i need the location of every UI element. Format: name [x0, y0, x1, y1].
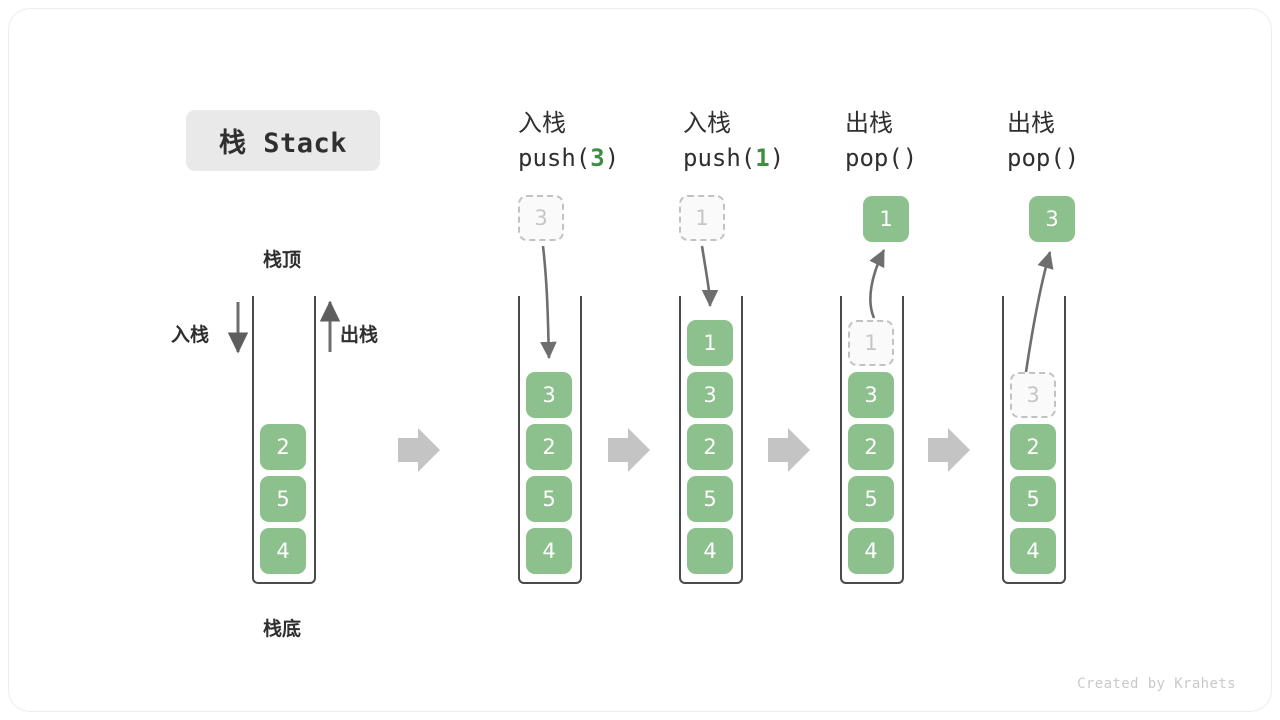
- title-badge: 栈 Stack: [186, 110, 380, 171]
- column-header-pop-1-line1: 出栈: [845, 109, 893, 137]
- stack-cell: 5: [687, 476, 733, 522]
- stack-container-push-3: [518, 296, 582, 584]
- ghost-removed-cell: 3: [1010, 372, 1056, 418]
- push-1-suffix: ): [769, 144, 785, 172]
- column-header-pop-2: 出栈 pop(): [1007, 106, 1207, 176]
- stack-cell: 2: [260, 424, 306, 470]
- stack-cell: 4: [1010, 528, 1056, 574]
- ghost-incoming-cell: 3: [518, 195, 564, 241]
- column-header-push-1-line2: push(1): [683, 140, 883, 176]
- stack-container-push-1: [679, 296, 743, 584]
- push-3-prefix: push(: [518, 144, 591, 172]
- pop-2-suffix: ): [1064, 144, 1080, 172]
- column-header-pop-1-line2: pop(): [845, 140, 1045, 176]
- push-side-label: 入栈: [171, 324, 210, 346]
- stack-container-initial: [252, 296, 316, 584]
- stack-cell: 4: [687, 528, 733, 574]
- push-3-suffix: ): [604, 144, 620, 172]
- stack-container-pop-2: [1002, 296, 1066, 584]
- column-header-push-1: 入栈 push(1): [683, 106, 883, 176]
- stack-cell: 5: [848, 476, 894, 522]
- stack-cell: 2: [848, 424, 894, 470]
- column-header-push-3-line1: 入栈: [518, 109, 566, 137]
- popped-cell: 1: [863, 196, 909, 242]
- column-header-push-3-line2: push(3): [518, 140, 718, 176]
- column-header-push-3: 入栈 push(3): [518, 106, 718, 176]
- stack-cell: 3: [687, 372, 733, 418]
- column-header-pop-2-line2: pop(): [1007, 140, 1207, 176]
- stack-cell: 2: [526, 424, 572, 470]
- title-badge-label: 栈 Stack: [218, 128, 348, 159]
- stack-cell: 5: [1010, 476, 1056, 522]
- stack-cell: 3: [848, 372, 894, 418]
- stack-cell: 1: [687, 320, 733, 366]
- stack-cell: 4: [848, 528, 894, 574]
- stack-top-label: 栈顶: [262, 249, 301, 271]
- credit-text: Created by Krahets: [1077, 676, 1236, 692]
- stack-cell: 5: [526, 476, 572, 522]
- push-1-prefix: push(: [683, 144, 756, 172]
- stack-cell: 4: [526, 528, 572, 574]
- pop-1-prefix: pop(: [845, 144, 903, 172]
- pop-side-label: 出栈: [340, 324, 379, 346]
- ghost-incoming-cell: 1: [679, 195, 725, 241]
- pop-2-prefix: pop(: [1007, 144, 1065, 172]
- stack-bottom-label: 栈底: [262, 618, 301, 640]
- stack-cell: 2: [1010, 424, 1056, 470]
- pop-1-suffix: ): [902, 144, 918, 172]
- stack-container-pop-1: [840, 296, 904, 584]
- push-3-arg: 3: [590, 144, 605, 172]
- stack-cell: 3: [526, 372, 572, 418]
- column-header-pop-2-line1: 出栈: [1007, 109, 1055, 137]
- column-header-push-1-line1: 入栈: [683, 109, 731, 137]
- popped-cell: 3: [1029, 196, 1075, 242]
- stack-cell: 5: [260, 476, 306, 522]
- push-1-arg: 1: [755, 144, 770, 172]
- stack-cell: 2: [687, 424, 733, 470]
- column-header-pop-1: 出栈 pop(): [845, 106, 1045, 176]
- ghost-removed-cell: 1: [848, 320, 894, 366]
- stack-cell: 4: [260, 528, 306, 574]
